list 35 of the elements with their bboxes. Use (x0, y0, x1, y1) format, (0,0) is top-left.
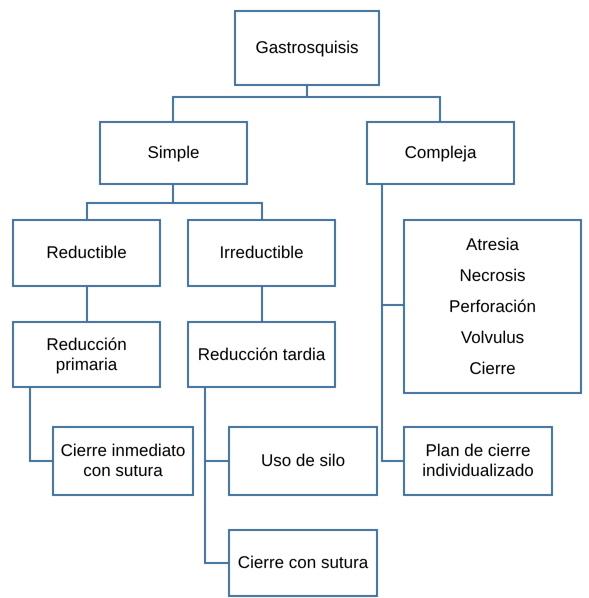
process-box (228, 529, 378, 597)
box-label: Volvulus (460, 328, 524, 348)
process-box (403, 426, 553, 496)
process-box (12, 219, 161, 287)
process-box (52, 426, 194, 496)
box-label: Plan de cierre individualizado (421, 441, 535, 481)
box-label: Cierre con sutura (238, 553, 368, 573)
connector-line (381, 185, 403, 462)
box-label: Compleja (404, 143, 476, 163)
box-label: Atresia (466, 234, 519, 254)
box-label: Necrosis (459, 266, 526, 286)
box-label: Gastrosquisis (256, 38, 358, 58)
process-box (403, 219, 582, 394)
connector-line (306, 86, 441, 121)
connector-line (86, 287, 88, 321)
box-label: Simple (148, 143, 200, 163)
process-box (187, 321, 336, 388)
box-label: Reductible (46, 243, 127, 263)
connector-line (261, 287, 263, 321)
process-box (99, 121, 248, 185)
box-label: Cierre (469, 358, 516, 378)
box-label: Uso de silo (260, 451, 346, 471)
process-box (234, 10, 380, 86)
process-box (12, 321, 161, 388)
connector-line (29, 388, 52, 462)
process-box (228, 426, 378, 496)
process-box (187, 219, 336, 287)
box-label: Perforación (449, 296, 536, 316)
process-box (366, 121, 515, 185)
box-label: Reducción primaria (45, 334, 128, 374)
box-label: Irreductible (219, 243, 304, 263)
connector-line (204, 388, 228, 564)
box-label: Reducción tardia (198, 344, 326, 364)
box-label: Cierre inmediato con sutura (60, 441, 186, 481)
connector-line (172, 185, 263, 219)
